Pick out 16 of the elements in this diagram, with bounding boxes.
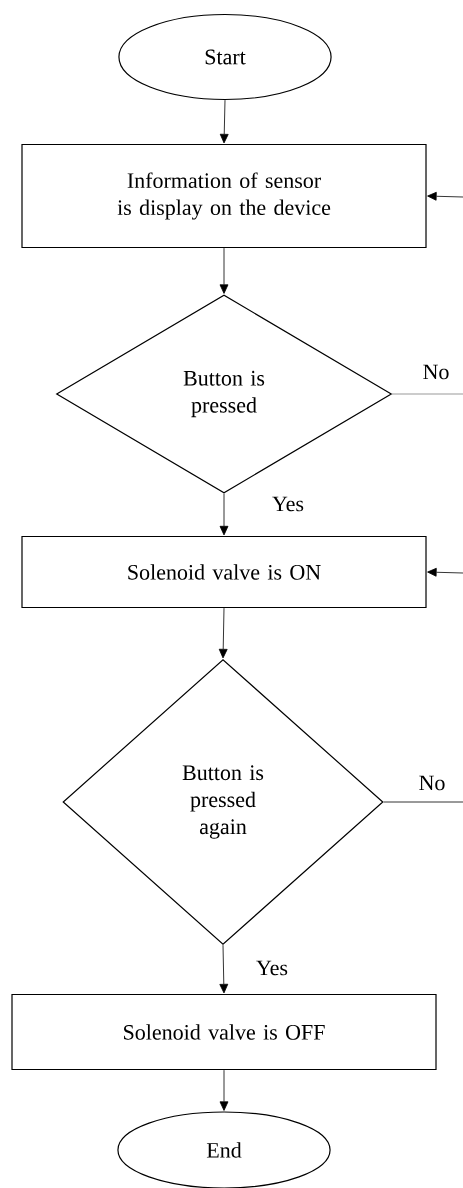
- arrow: [427, 191, 463, 201]
- edge-label: Yes: [271, 495, 305, 513]
- edge-label: Yes: [255, 959, 289, 977]
- arrow: [219, 944, 229, 994]
- arrow: [219, 247, 229, 294]
- arrow: [219, 1069, 229, 1111]
- process-box: Solenoid valve is ON: [21, 535, 427, 609]
- arrow: [219, 99, 229, 144]
- edge-label: No: [421, 363, 451, 381]
- process-box: Solenoid valve is OFF: [11, 993, 437, 1071]
- edge-label: No: [417, 774, 447, 792]
- process-box: Information of sensor is display on the device: [21, 143, 427, 249]
- arrow: [218, 607, 228, 659]
- arrow: [219, 493, 229, 536]
- terminal-oval: Start: [118, 13, 332, 101]
- arrow: [427, 567, 463, 577]
